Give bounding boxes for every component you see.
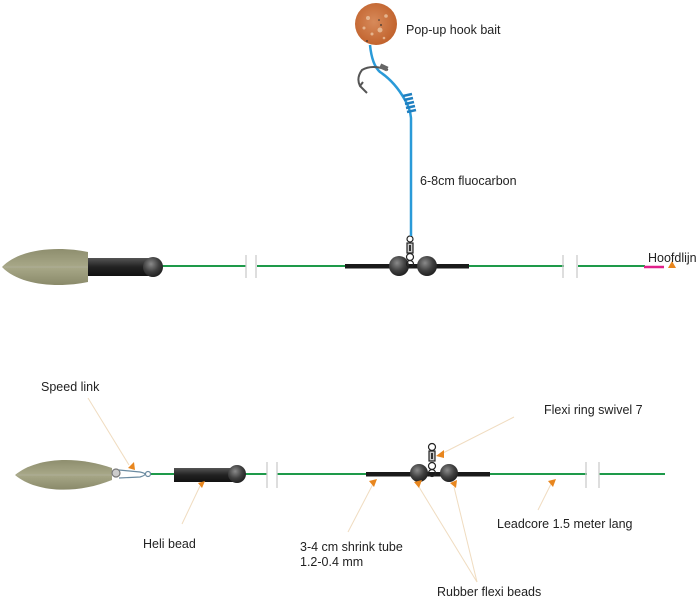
- rubber-bead: [417, 256, 437, 276]
- leader-lines: [87, 397, 552, 583]
- rubber-bead: [389, 256, 409, 276]
- line-break-marker: [266, 462, 600, 488]
- label-shrink-tube: 3-4 cm shrink tube: [300, 540, 403, 554]
- label-shrink-tube-size: 1.2-0.4 mm: [300, 555, 363, 569]
- label-hooklink: 6-8cm fluocarbon: [420, 174, 517, 188]
- mainline-arrow: [668, 261, 676, 268]
- label-mainline: Hoofdlijn: [648, 251, 697, 265]
- arrow-shrink-tube: [369, 479, 377, 487]
- arrow-flexi-swivel: [436, 450, 444, 458]
- label-rubber-beads: Rubber flexi beads: [437, 585, 541, 597]
- heli-tube: [174, 468, 236, 482]
- knotless-knot: [402, 92, 417, 114]
- flexi-swivel: [427, 442, 437, 478]
- rubber-bead: [410, 464, 428, 482]
- pointer-arrows: [128, 450, 556, 488]
- arrow-leadcore: [548, 479, 556, 487]
- heli-bead: [228, 465, 246, 483]
- bottom-rig: Speed link Heli bead Flexi ring swivel 7…: [15, 380, 665, 597]
- label-leadcore: Leadcore 1.5 meter lang: [497, 517, 633, 531]
- label-heli-bead: Heli bead: [143, 537, 196, 551]
- label-speed-link: Speed link: [41, 380, 100, 394]
- label-flexi-swivel: Flexi ring swivel 7: [544, 403, 643, 417]
- arrow-heli-bead: [198, 481, 205, 488]
- speed-link: [111, 468, 152, 479]
- heli-tube: [88, 258, 154, 276]
- top-rig: Pop-up hook bait 6-8cm fluocarbon Hoofdl…: [2, 3, 697, 286]
- hooklink: [368, 44, 413, 236]
- line-break-marker: [245, 255, 578, 278]
- arrow-bead-1: [414, 480, 422, 488]
- hook: [357, 66, 389, 94]
- arrow-bead-2: [450, 480, 457, 488]
- heli-bead: [143, 257, 163, 277]
- rubber-bead: [440, 464, 458, 482]
- pop-up-boilie: [355, 3, 397, 45]
- arrow-speed-link: [128, 462, 135, 470]
- label-hook-bait: Pop-up hook bait: [406, 23, 501, 37]
- shrink-tube: [366, 472, 490, 477]
